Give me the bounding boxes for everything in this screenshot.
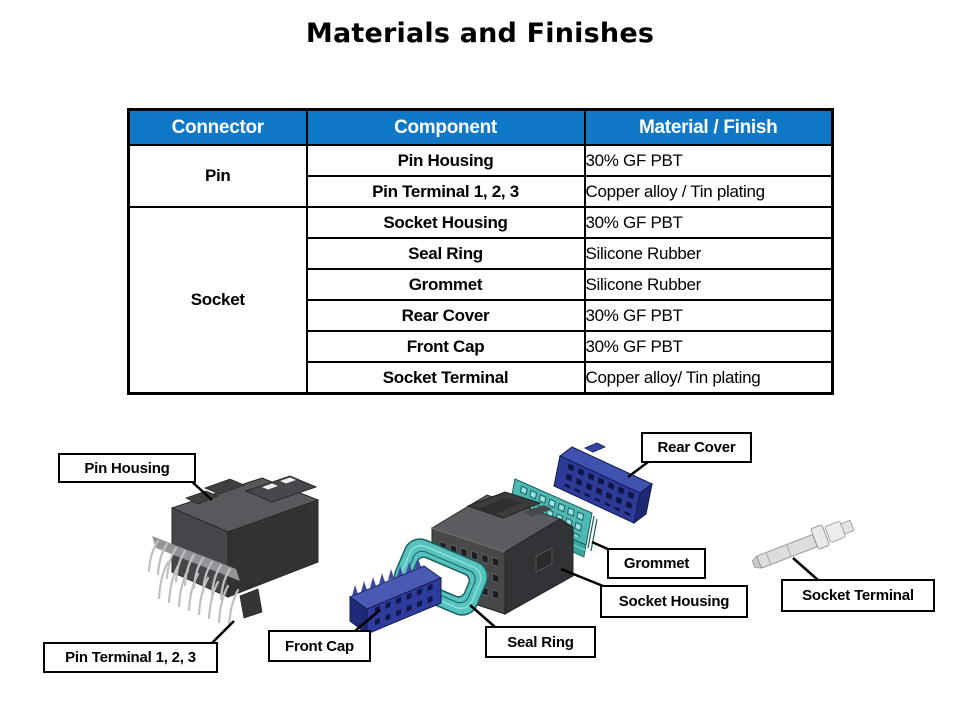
cell-component: Socket Terminal: [305, 361, 586, 395]
table-row: Front Cap 30% GF PBT: [129, 330, 834, 363]
materials-table-container: Connector Component Material / Finish Pi…: [127, 108, 834, 395]
cell-material: Copper alloy / Tin plating: [583, 175, 834, 208]
materials-table: Connector Component Material / Finish Pi…: [127, 108, 834, 395]
cell-component: Grommet: [305, 268, 586, 301]
table-header-row: Connector Component Material / Finish: [127, 108, 834, 146]
cell-material: 30% GF PBT: [583, 299, 834, 332]
cell-component: Seal Ring: [305, 237, 586, 270]
cell-material: Silicone Rubber: [583, 268, 834, 301]
pin-terminals-group: [147, 539, 240, 628]
leader-seal-ring: [469, 604, 496, 628]
cell-material: 30% GF PBT: [583, 330, 834, 363]
table-row: Pin Terminal 1, 2, 3 Copper alloy / Tin …: [129, 175, 834, 208]
header-connector: Connector: [127, 108, 308, 146]
front-cap-illustration: [348, 558, 443, 636]
label-pin-housing: Pin Housing: [58, 453, 196, 483]
label-socket-housing: Socket Housing: [600, 585, 748, 618]
leader-socket-terminal: [792, 557, 819, 581]
table-row: Grommet Silicone Rubber: [129, 268, 834, 301]
label-pin-terminal: Pin Terminal 1, 2, 3: [43, 642, 218, 673]
rear-cover-illustration: [553, 442, 653, 525]
label-grommet: Grommet: [607, 548, 706, 579]
label-seal-ring: Seal Ring: [485, 626, 596, 658]
leader-pin-housing: [189, 479, 213, 501]
table-row: Rear Cover 30% GF PBT: [129, 299, 834, 332]
table-row: Pin Pin Housing 30% GF PBT: [127, 144, 834, 208]
leader-pin-terminal: [211, 620, 235, 644]
table-row: Seal Ring Silicone Rubber: [129, 237, 834, 270]
leader-front-cap: [354, 609, 381, 632]
table-row: Socket Terminal Copper alloy/ Tin platin…: [129, 361, 834, 395]
cell-material: Copper alloy/ Tin plating: [583, 361, 834, 395]
socket-terminal-illustration: [751, 519, 855, 569]
header-component: Component: [305, 108, 586, 146]
label-rear-cover: Rear Cover: [641, 432, 752, 463]
cell-component: Front Cap: [305, 330, 586, 363]
cell-component: Socket Housing: [305, 206, 586, 239]
cell-connector-socket: Socket: [127, 206, 308, 395]
pin-connector-illustration: [147, 475, 320, 628]
table-row: Socket Socket Housing 30% GF PBT: [127, 206, 834, 395]
label-front-cap: Front Cap: [268, 630, 371, 662]
leader-rear-cover: [627, 461, 649, 478]
header-material-finish: Material / Finish: [583, 108, 834, 146]
leader-lines: [189, 461, 819, 644]
page-title: Materials and Finishes: [305, 18, 655, 49]
cell-component: Pin Housing: [305, 144, 586, 177]
cell-material: 30% GF PBT: [583, 144, 834, 177]
cell-connector-pin: Pin: [127, 144, 308, 208]
cell-material: Silicone Rubber: [583, 237, 834, 270]
cell-component: Pin Terminal 1, 2, 3: [305, 175, 586, 208]
cell-component: Rear Cover: [305, 299, 586, 332]
label-socket-terminal: Socket Terminal: [781, 579, 935, 612]
cell-material: 30% GF PBT: [583, 206, 834, 239]
leader-socket-housing: [560, 567, 604, 588]
